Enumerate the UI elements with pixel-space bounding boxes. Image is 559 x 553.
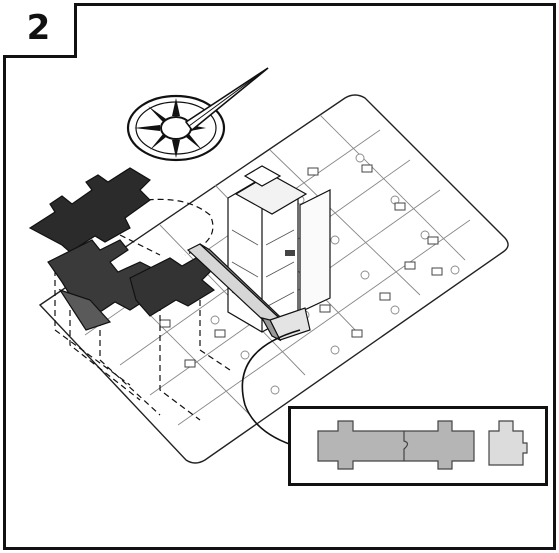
small-piece-detail [489, 421, 527, 465]
step-number: 2 [27, 11, 51, 45]
step-number-box: 2 [3, 3, 77, 58]
piece-detail-inset [288, 406, 548, 486]
compass-rose-icon [128, 68, 268, 160]
wall-piece-detail [318, 421, 474, 469]
